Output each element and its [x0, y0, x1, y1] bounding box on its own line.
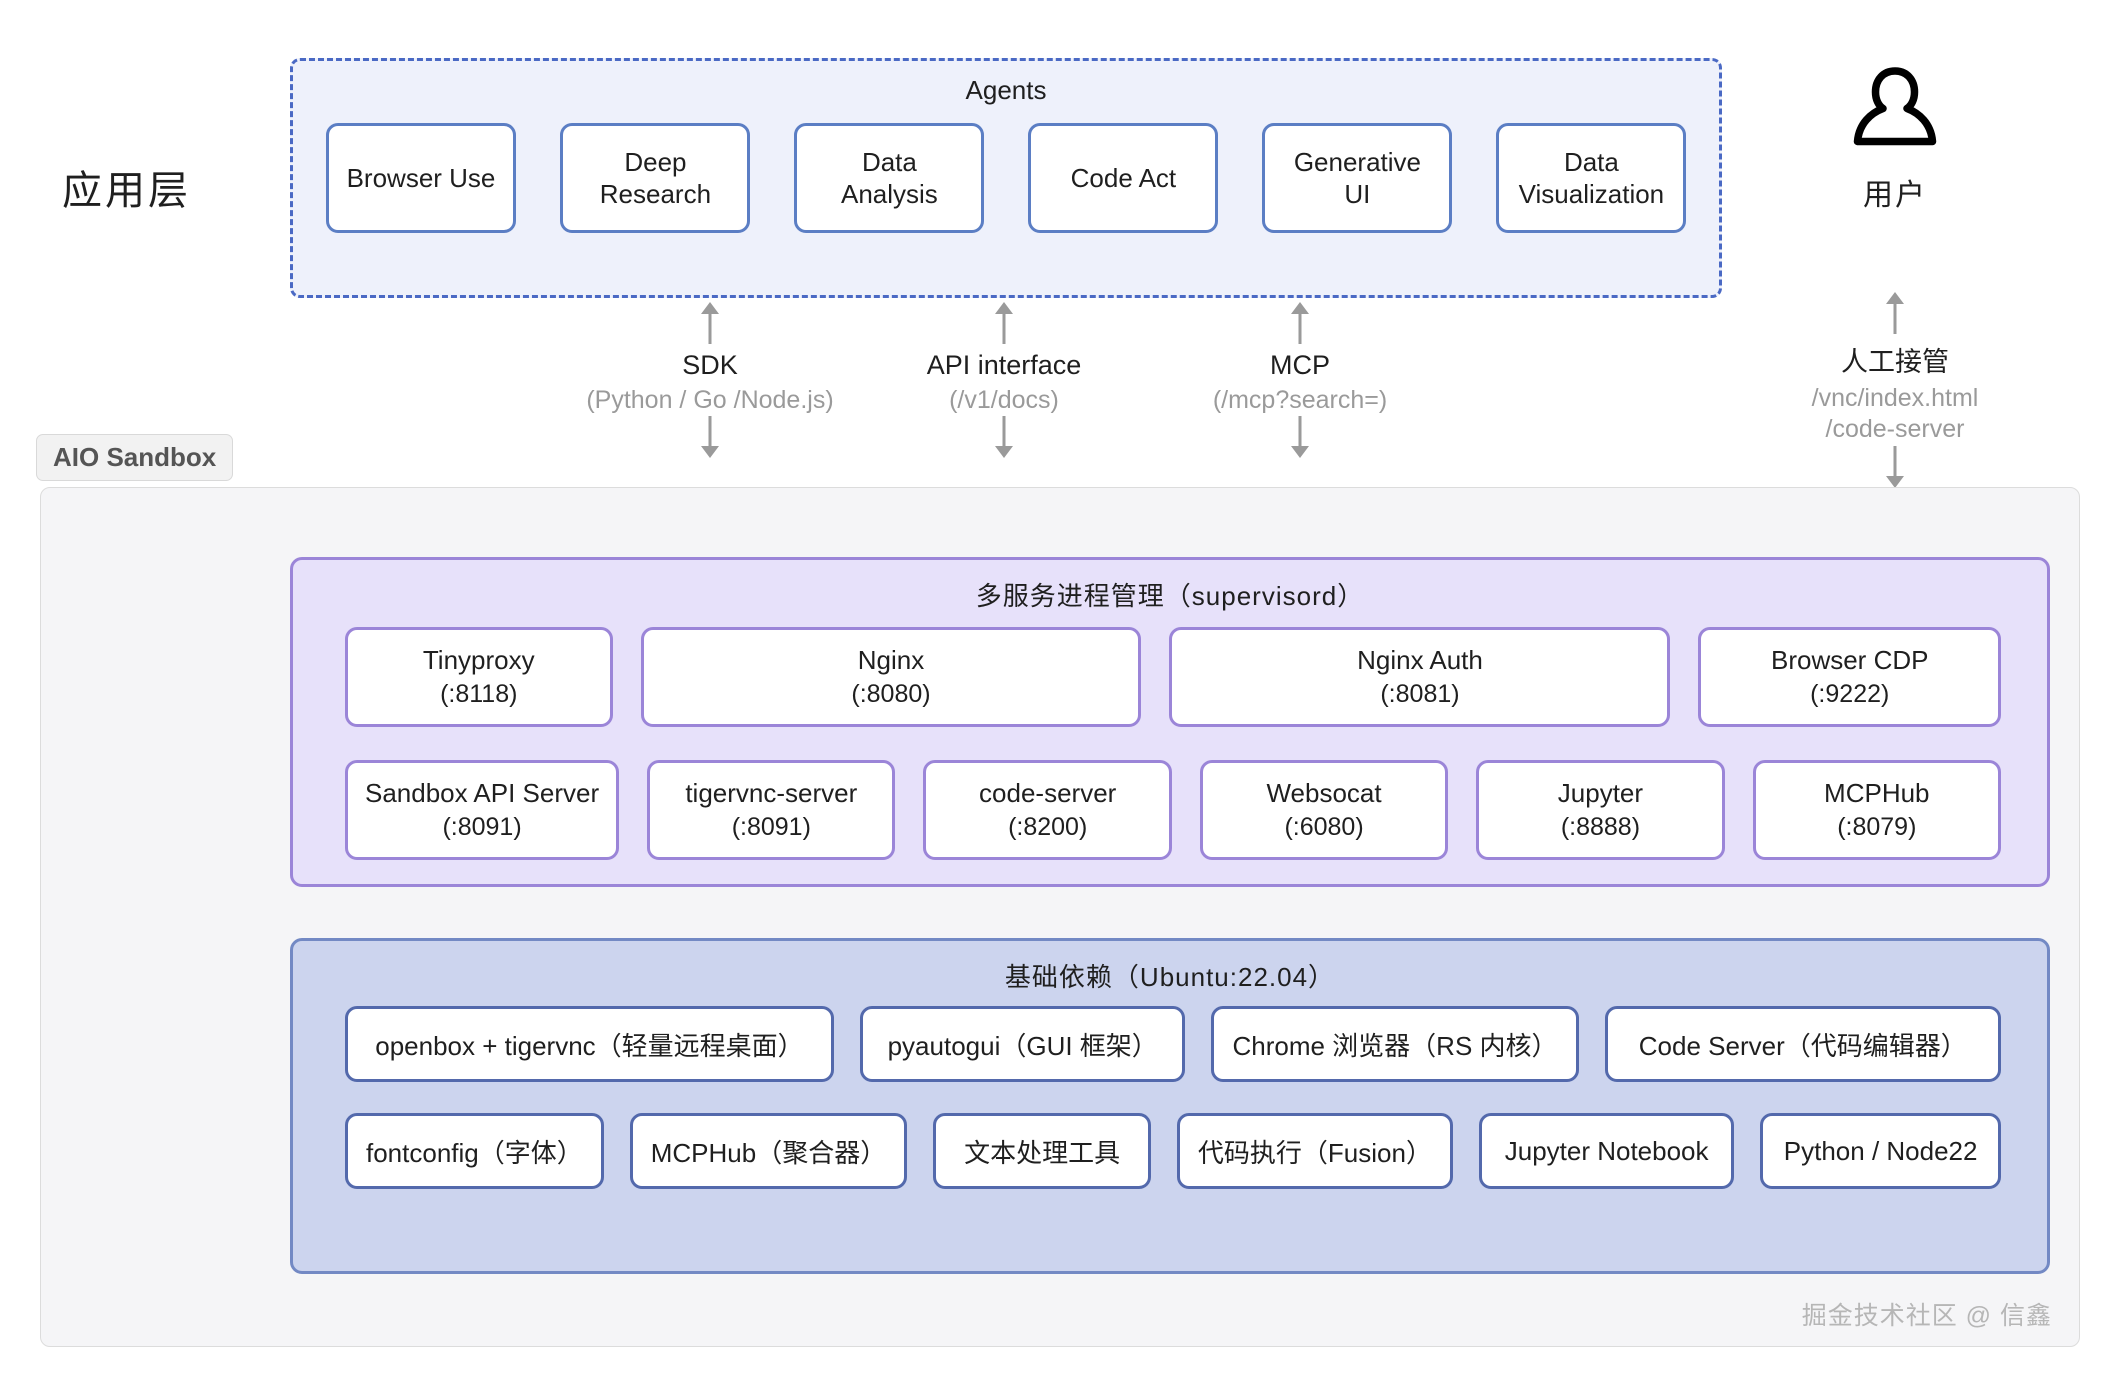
connector-api-sub: (/v1/docs) [949, 386, 1059, 414]
connector-api: API interface (/v1/docs) [854, 300, 1154, 460]
connector-sdk: SDK (Python / Go /Node.js) [560, 300, 860, 460]
service-card[interactable]: Nginx (:8080) [640, 627, 1142, 727]
arrow-down-icon [1886, 445, 1904, 488]
service-card[interactable]: code-server (:8200) [923, 760, 1172, 860]
connector-mcp-title: MCP [1270, 350, 1330, 380]
base-card[interactable]: openbox + tigervnc（轻量远程桌面） [345, 1006, 834, 1082]
service-card-port: (:8080) [851, 679, 931, 708]
connector-mcp-sub: (/mcp?search=) [1212, 386, 1388, 414]
sandbox-tag: AIO Sandbox [36, 434, 234, 481]
base-card[interactable]: Python / Node22 [1760, 1113, 2001, 1189]
service-card-name: Websocat [1266, 777, 1382, 808]
service-card[interactable]: Nginx Auth (:8081) [1169, 627, 1671, 727]
service-card[interactable]: Sandbox API Server (:8091) [345, 760, 620, 860]
agent-card[interactable]: Browser Use [325, 123, 517, 233]
base-card[interactable]: MCPHub（聚合器） [629, 1113, 908, 1189]
arrow-up-icon [701, 302, 719, 344]
service-card-name: Nginx [857, 644, 925, 675]
arrow-up-icon [995, 302, 1013, 344]
service-card-port: (:8079) [1837, 812, 1917, 841]
base-row-1: openbox + tigervnc（轻量远程桌面） pyautogui（GUI … [345, 1006, 2001, 1082]
user-block: 用户 [1800, 62, 1990, 214]
watermark: 掘金技术社区 @ 信鑫 [1801, 1302, 2052, 1330]
service-card-port: (:8081) [1380, 679, 1460, 708]
base-panel-title: 基础依赖（Ubuntu:22.04） [1004, 962, 1336, 992]
service-card-port: (:8888) [1560, 812, 1641, 841]
connector-human-sub: /vnc/index.html /code-server [1811, 384, 1979, 444]
service-panel: 多服务进程管理（supervisord） Tinyproxy (:8118) Ngi… [290, 557, 2050, 887]
service-card-name: Sandbox API Server [364, 777, 600, 808]
service-card-port: (:8118) [440, 679, 518, 708]
connector-sdk-sub: (Python / Go /Node.js) [586, 386, 834, 414]
agent-card[interactable]: Deep Research [560, 123, 751, 233]
agents-row: Browser Use Deep Research Data Analysis Cod… [293, 123, 1719, 233]
connector-api-title: API interface [926, 350, 1082, 380]
service-card-name: MCPHub [1824, 777, 1930, 808]
user-label: 用户 [1863, 179, 1927, 212]
service-row-1: Tinyproxy (:8118) Nginx (:8080) Nginx Auth (:… [345, 627, 2001, 727]
service-panel-title: 多服务进程管理（supervisord） [975, 581, 1365, 611]
service-card[interactable]: MCPHub (:8079) [1752, 760, 2001, 860]
service-card-name: Jupyter [1557, 777, 1644, 808]
base-card[interactable]: Code Server（代码编辑器） [1604, 1006, 2001, 1082]
service-row-2: Sandbox API Server(:8091)tigervnc-server… [345, 760, 2001, 860]
service-card-port: (:8091) [442, 812, 522, 841]
service-card[interactable]: Websocat (:6080) [1199, 760, 1449, 860]
layer-label-application: 应用层 [62, 169, 191, 213]
user-avatar-icon [1853, 67, 1937, 146]
service-card-name: Tinyproxy [422, 644, 535, 675]
connector-human-title: 人工接管 [1841, 347, 1949, 377]
service-card[interactable]: Tinyproxy (:8118) [345, 627, 613, 727]
base-card[interactable]: Jupyter Notebook [1478, 1113, 1735, 1189]
base-card[interactable]: pyautogui（GUI 框架） [859, 1006, 1186, 1082]
service-card-port: (:8091) [731, 812, 811, 841]
base-card[interactable]: 代码执行（Fusion） [1176, 1113, 1453, 1189]
agents-title: Agents [965, 75, 1047, 105]
agent-card[interactable]: Data Analysis [794, 123, 985, 233]
base-card[interactable]: 文本处理工具 [933, 1113, 1151, 1189]
service-card-name: Nginx Auth [1357, 644, 1483, 675]
arrow-up-icon [1291, 302, 1309, 344]
service-card[interactable]: Jupyter (:8888) [1476, 760, 1725, 860]
base-row-2: fontconfig（字体） MCPHub（聚合器） 文本处理工具代码执行（Fusi… [345, 1113, 2001, 1189]
service-card-name: tigervnc-server [685, 777, 858, 808]
base-card[interactable]: fontconfig（字体） [345, 1113, 604, 1189]
agents-container: Agents Browser Use Deep Research Data Anal… [290, 58, 1722, 298]
service-card[interactable]: tigervnc-server (:8091) [647, 760, 896, 860]
service-card-name: Browser CDP [1770, 644, 1929, 675]
connector-sdk-title: SDK [682, 350, 738, 380]
agent-card[interactable]: Code Act [1028, 123, 1219, 233]
service-card-port: (:9222) [1810, 679, 1890, 708]
service-card[interactable]: Browser CDP (:9222) [1698, 627, 2001, 727]
connector-mcp: MCP (/mcp?search=) [1150, 300, 1450, 460]
agent-card[interactable]: Generative UI [1262, 123, 1453, 233]
service-card-port: (:6080) [1284, 812, 1364, 841]
agent-card[interactable]: Data Visualization [1496, 123, 1687, 233]
arrow-down-icon [995, 416, 1013, 459]
base-panel: 基础依赖（Ubuntu:22.04） openbox + tigervnc（轻量… [290, 938, 2050, 1274]
arrow-up-icon [1886, 292, 1904, 334]
connector-human-takeover: 人工接管 /vnc/index.html /code-server [1745, 290, 2045, 490]
arrow-down-icon [1291, 416, 1309, 459]
service-card-name: code-server [979, 777, 1117, 808]
arrow-down-icon [701, 416, 719, 459]
service-card-port: (:8200) [1008, 812, 1088, 841]
base-card[interactable]: Chrome 浏览器（RS 内核） [1211, 1006, 1579, 1082]
